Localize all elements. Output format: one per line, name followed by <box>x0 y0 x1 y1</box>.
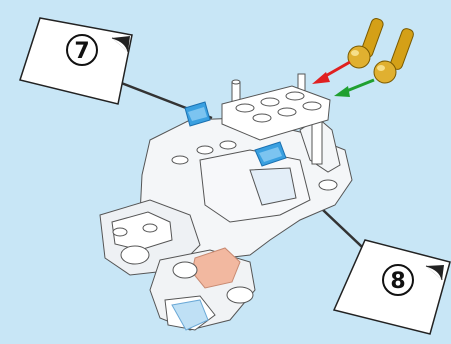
red-arrow-icon <box>312 62 350 84</box>
callout-7-number: 7 <box>74 39 89 64</box>
green-arrow-icon <box>334 80 374 97</box>
pin-icon-2 <box>374 27 415 83</box>
callout-8: 8 <box>334 240 450 334</box>
vehicle-model <box>100 74 352 330</box>
pin-icon <box>348 17 384 68</box>
callout-8-number: 8 <box>390 269 405 294</box>
callout-7: 7 <box>20 18 132 104</box>
